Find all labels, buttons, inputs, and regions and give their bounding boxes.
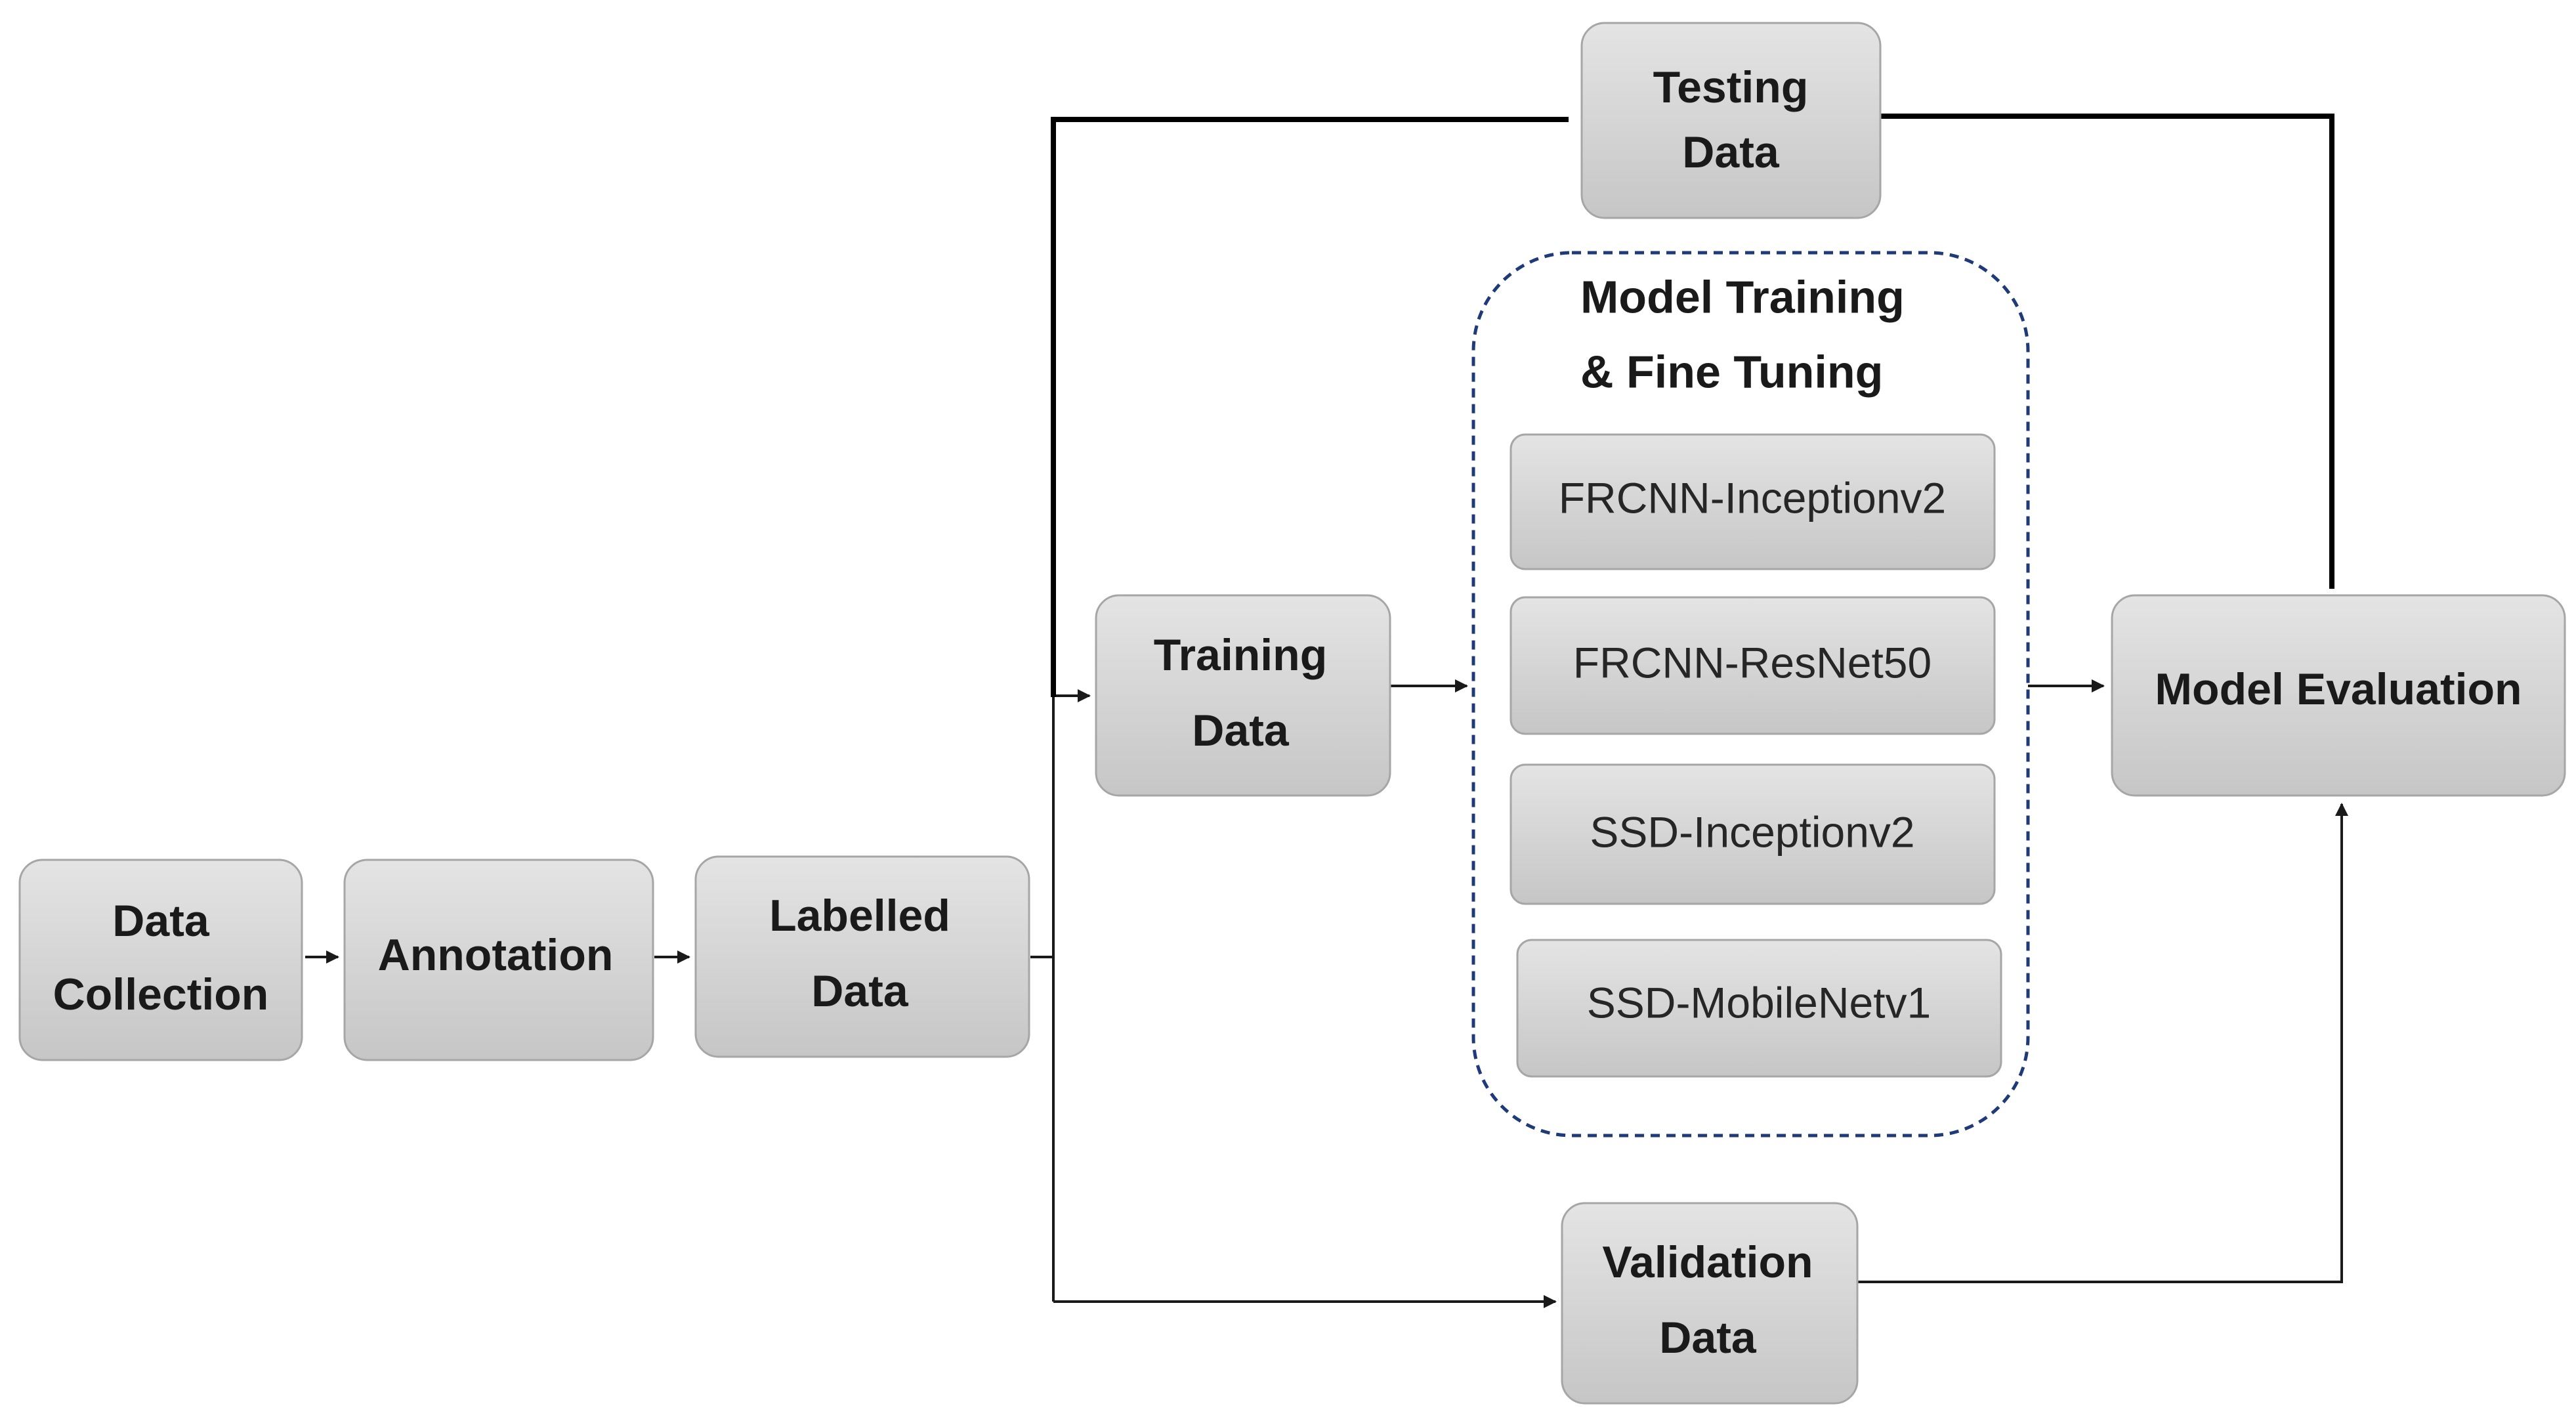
node-validation-data-line2: Data	[1659, 1313, 1757, 1363]
node-data-collection: Data Collection	[18, 859, 303, 1061]
node-model-evaluation-label: Model Evaluation	[2155, 664, 2522, 714]
group-model-training-title-line1: Model Training	[1580, 271, 1905, 322]
model-box-frcnn-resnet50: FRCNN-ResNet50	[1510, 596, 1996, 735]
node-testing-data: Testing Data	[1580, 22, 1882, 219]
model-label-frcnn-resnet50: FRCNN-ResNet50	[1573, 638, 1932, 687]
node-training-data-line2: Data	[1192, 706, 1290, 755]
edge-validation-to-evaluation	[1857, 803, 2348, 1283]
model-box-ssd-inceptionv2: SSD-Inceptionv2	[1510, 763, 1996, 905]
model-label-frcnn-inceptionv2: FRCNN-Inceptionv2	[1559, 473, 1947, 522]
node-annotation: Annotation	[343, 859, 654, 1061]
model-label-ssd-inceptionv2: SSD-Inceptionv2	[1590, 807, 1914, 856]
node-labelled-data-line2: Data	[811, 966, 909, 1016]
node-model-evaluation: Model Evaluation	[2111, 594, 2566, 797]
node-training-data-line1: Training	[1154, 630, 1327, 680]
model-box-ssd-mobilenetv1: SSD-MobileNetv1	[1516, 939, 2002, 1078]
node-training-data: Training Data	[1095, 594, 1391, 797]
group-model-training-title-line2: & Fine Tuning	[1580, 346, 1883, 397]
node-data-collection-line2: Collection	[53, 969, 269, 1019]
edge-testing-to-evaluation	[1879, 114, 2334, 589]
group-model-training: Model Training & Fine Tuning FRCNN-Incep…	[1471, 251, 2030, 1138]
node-testing-data-line2: Data	[1682, 127, 1780, 177]
model-label-ssd-mobilenetv1: SSD-MobileNetv1	[1587, 978, 1932, 1027]
node-validation-data-line1: Validation	[1602, 1237, 1813, 1287]
node-annotation-label: Annotation	[378, 930, 614, 980]
node-testing-data-line1: Testing	[1653, 62, 1809, 112]
edge-trunk-to-testing	[1051, 117, 1569, 697]
node-data-collection-line1: Data	[112, 896, 210, 946]
node-validation-data: Validation Data	[1561, 1202, 1859, 1405]
node-labelled-data-line1: Labelled	[769, 891, 950, 941]
model-box-frcnn-inceptionv2: FRCNN-Inceptionv2	[1510, 433, 1996, 570]
node-labelled-data: Labelled Data	[694, 855, 1030, 1058]
